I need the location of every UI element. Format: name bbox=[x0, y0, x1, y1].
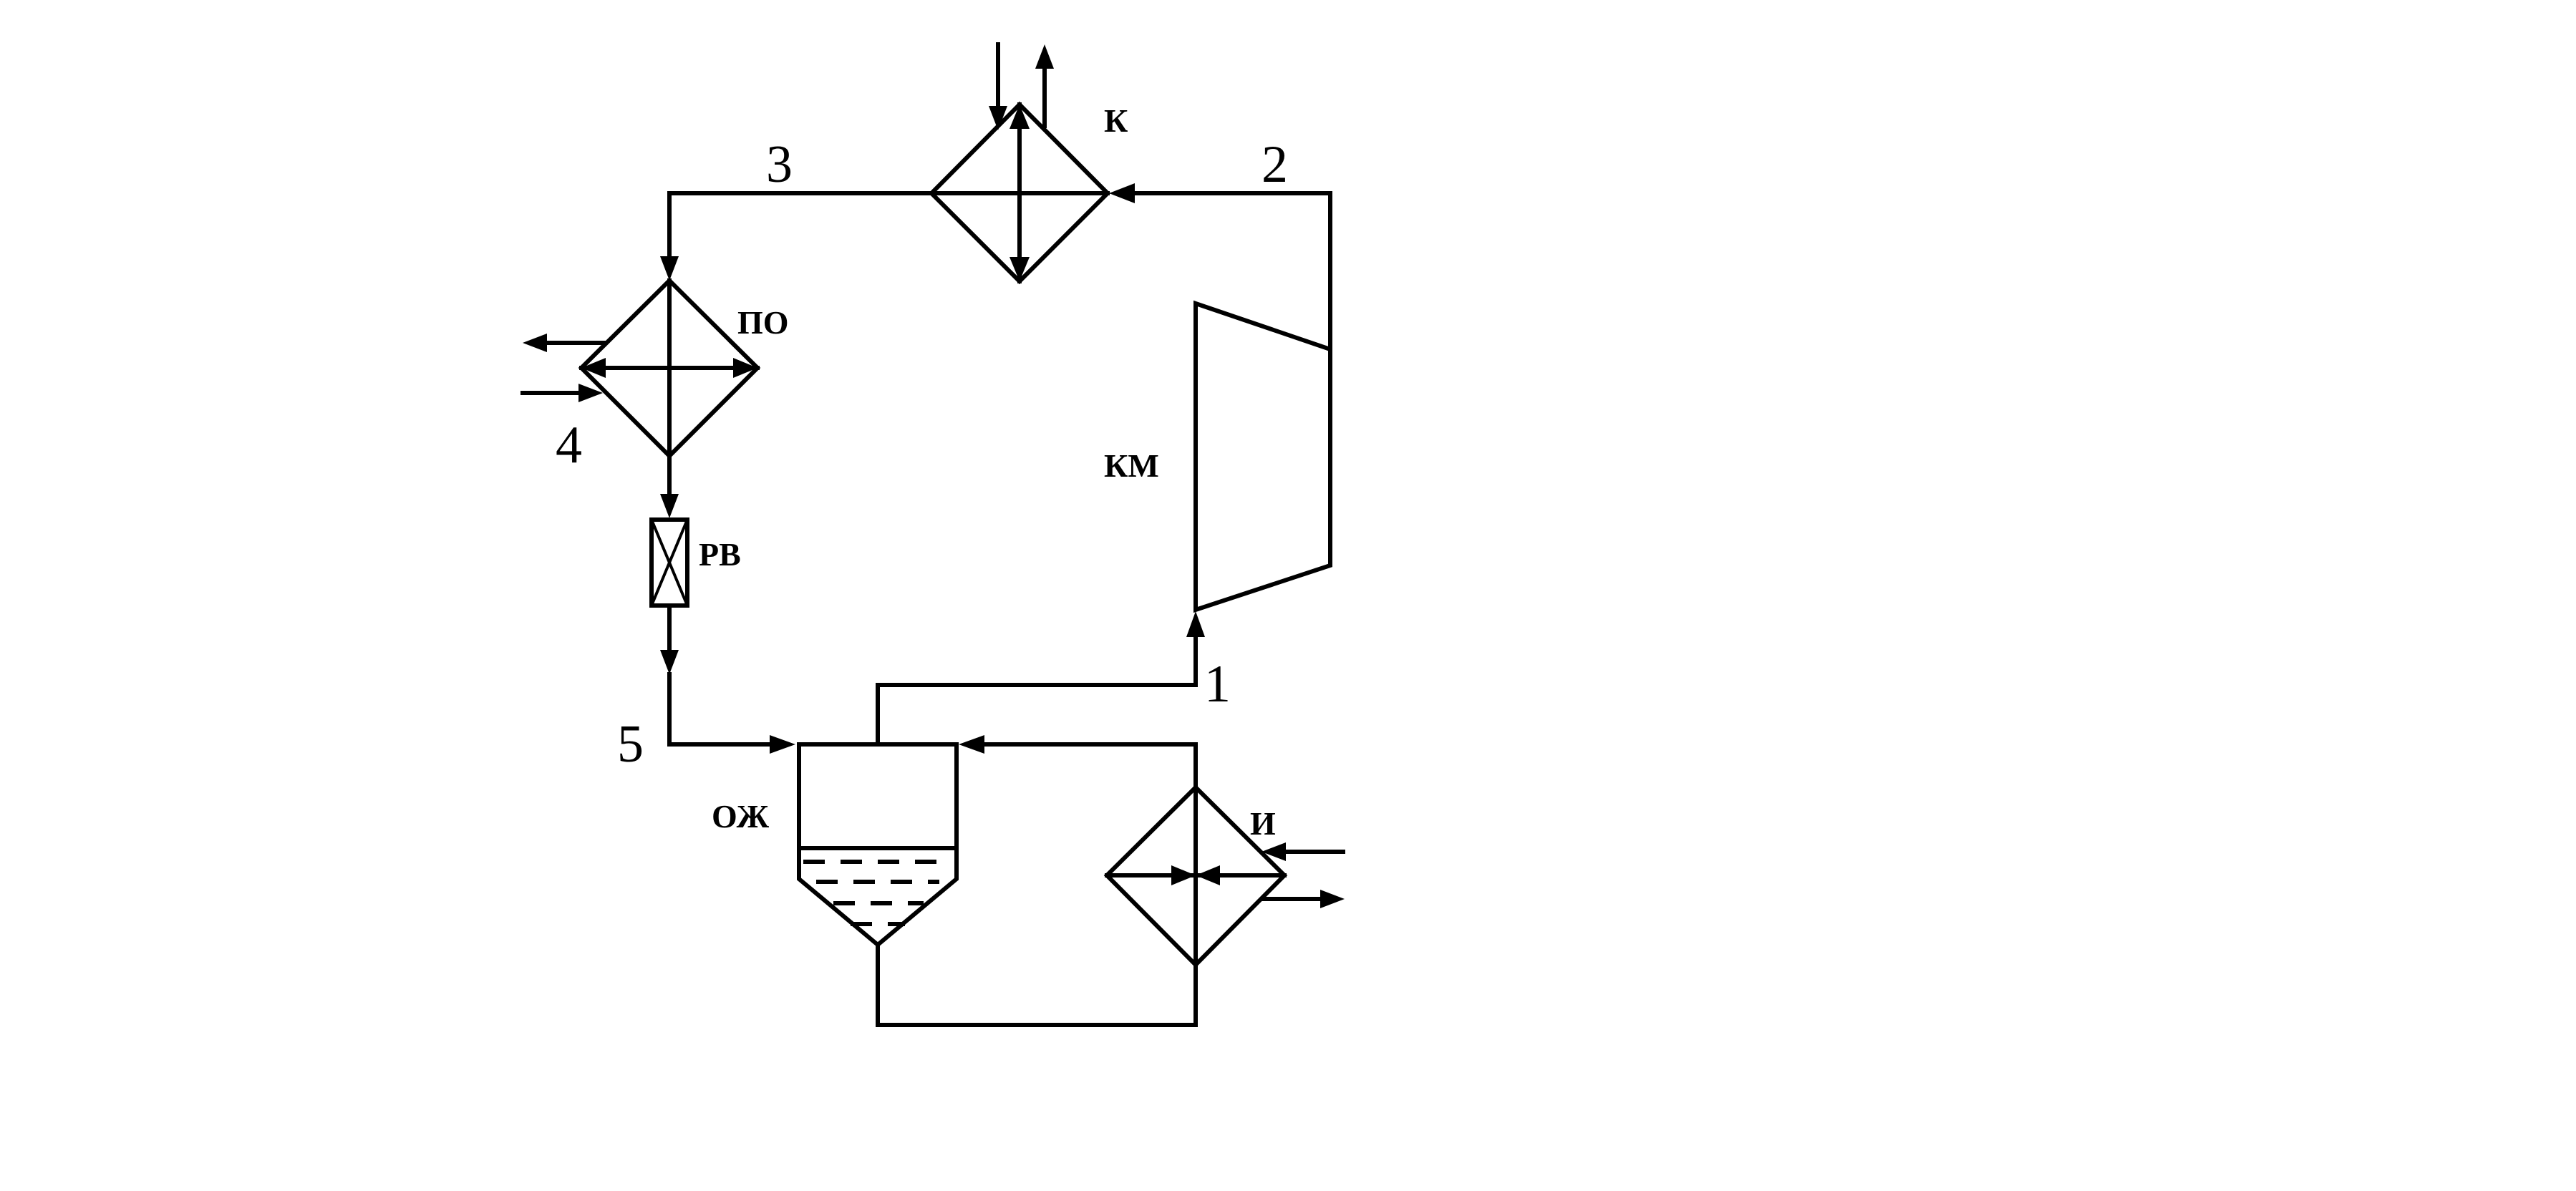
separator-liquid-feed-line bbox=[876, 943, 1198, 1027]
evaporator-brine-in-arrow bbox=[1262, 842, 1345, 861]
subcooler-label: ПО bbox=[737, 304, 789, 341]
subcooler-water-out-arrow bbox=[523, 334, 606, 352]
point-3-label: 3 bbox=[766, 135, 793, 194]
subcooler-water-in-arrow bbox=[520, 384, 603, 402]
liquid-separator bbox=[797, 742, 959, 948]
compressor-label: КМ bbox=[1104, 447, 1159, 484]
evaporator-label: И bbox=[1250, 805, 1276, 842]
point-2-label: 2 bbox=[1262, 135, 1288, 194]
point-1-label: 1 bbox=[1204, 655, 1231, 714]
point-5-label: 5 bbox=[617, 715, 644, 774]
condenser-coolant-in-arrow bbox=[989, 42, 1007, 130]
compressor bbox=[1193, 300, 1332, 613]
separator-label: ОЖ bbox=[712, 798, 770, 835]
line-1 bbox=[876, 611, 1205, 747]
line-2 bbox=[1109, 183, 1332, 351]
subcooler bbox=[578, 277, 761, 460]
line-5 bbox=[660, 603, 795, 754]
line-3 bbox=[660, 191, 934, 281]
evaporator-vapor-return-line bbox=[959, 735, 1198, 789]
condenser-label: К bbox=[1104, 102, 1128, 139]
condenser bbox=[928, 101, 1111, 285]
point-4-label: 4 bbox=[556, 416, 582, 475]
line-4 bbox=[660, 454, 679, 518]
expansion-valve-label: РВ bbox=[699, 536, 741, 573]
evaporator-brine-out-arrow bbox=[1261, 890, 1345, 908]
expansion-valve bbox=[649, 517, 689, 608]
condenser-coolant-out-arrow bbox=[1035, 44, 1054, 128]
